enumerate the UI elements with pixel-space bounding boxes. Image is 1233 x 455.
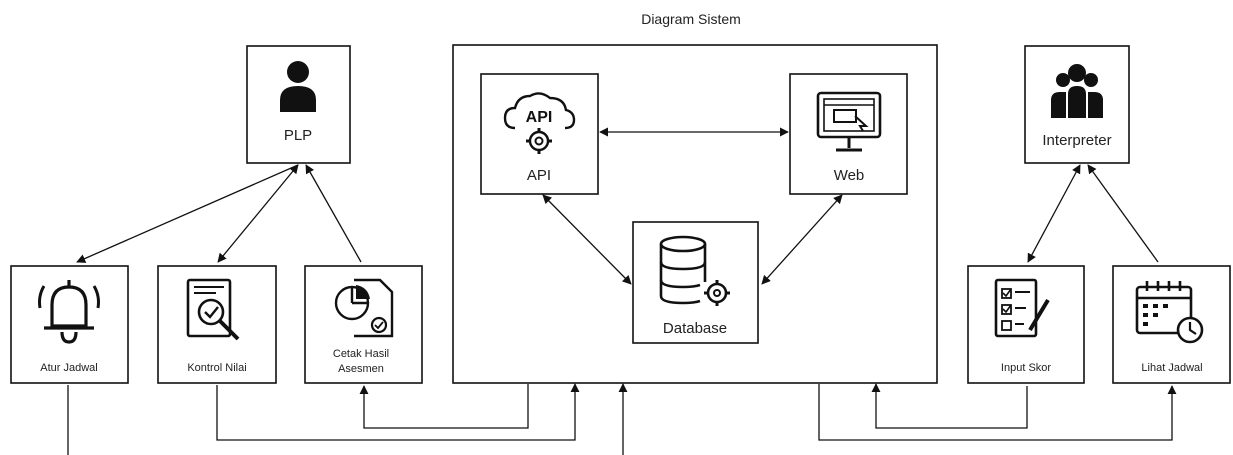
- node-interpreter: Interpreter: [1024, 45, 1130, 164]
- line-system-to-lihat-jadwal: [818, 384, 1177, 441]
- document-magnifier-icon: [186, 278, 240, 341]
- web-label: Web: [834, 167, 865, 184]
- lihat-jadwal-label: Lihat Jadwal: [1141, 362, 1202, 374]
- input-skor-label: Input Skor: [1001, 362, 1051, 374]
- node-cetak-hasil-asesmen: Cetak Hasil Asesmen: [304, 265, 423, 384]
- arrow-api-database: [542, 194, 632, 285]
- arrow-web-database: [761, 194, 843, 285]
- api-icon-text: API: [526, 109, 553, 126]
- atur-jadwal-label: Atur Jadwal: [40, 362, 97, 374]
- node-web: Web: [789, 73, 908, 195]
- node-database: Database: [632, 221, 759, 344]
- arrow-plp-atur-jadwal: [76, 164, 299, 263]
- cetak-hasil-label-line2: Asesmen: [338, 363, 384, 375]
- interpreter-label: Interpreter: [1042, 132, 1111, 149]
- monitor-icon: [816, 91, 882, 152]
- line-kontrol-nilai-to-system: [216, 383, 580, 441]
- cetak-hasil-label-line1: Cetak Hasil: [333, 348, 389, 360]
- line-system-to-cetak-hasil: [359, 384, 529, 429]
- arrow-plp-kontrol-nilai: [217, 164, 299, 263]
- line-input-skor-to-system: [871, 383, 1028, 429]
- node-plp: PLP: [246, 45, 351, 164]
- arrow-interpreter-input-skor: [1027, 164, 1081, 263]
- node-api: API API: [480, 73, 599, 195]
- database-label: Database: [663, 320, 727, 337]
- bell-icon: [38, 280, 100, 344]
- node-input-skor: Input Skor: [967, 265, 1085, 384]
- node-atur-jadwal: Atur Jadwal: [10, 265, 129, 384]
- checklist-icon: [994, 278, 1050, 338]
- api-cloud-gear-icon: API: [503, 92, 576, 154]
- diagram-title: Diagram Sistem: [641, 11, 741, 27]
- database-gear-icon: [659, 235, 730, 306]
- kontrol-nilai-label: Kontrol Nilai: [187, 362, 246, 374]
- api-label: API: [527, 167, 551, 184]
- report-chart-icon: [334, 278, 394, 338]
- user-icon: [280, 61, 316, 112]
- plp-label: PLP: [284, 127, 312, 144]
- node-kontrol-nilai: Kontrol Nilai: [157, 265, 277, 384]
- arrow-cetak-hasil-plp: [305, 164, 362, 263]
- arrow-lihat-jadwal-interpreter: [1087, 164, 1159, 263]
- group-icon: [1051, 64, 1103, 118]
- node-lihat-jadwal: Lihat Jadwal: [1112, 265, 1231, 384]
- calendar-clock-icon: [1135, 281, 1204, 344]
